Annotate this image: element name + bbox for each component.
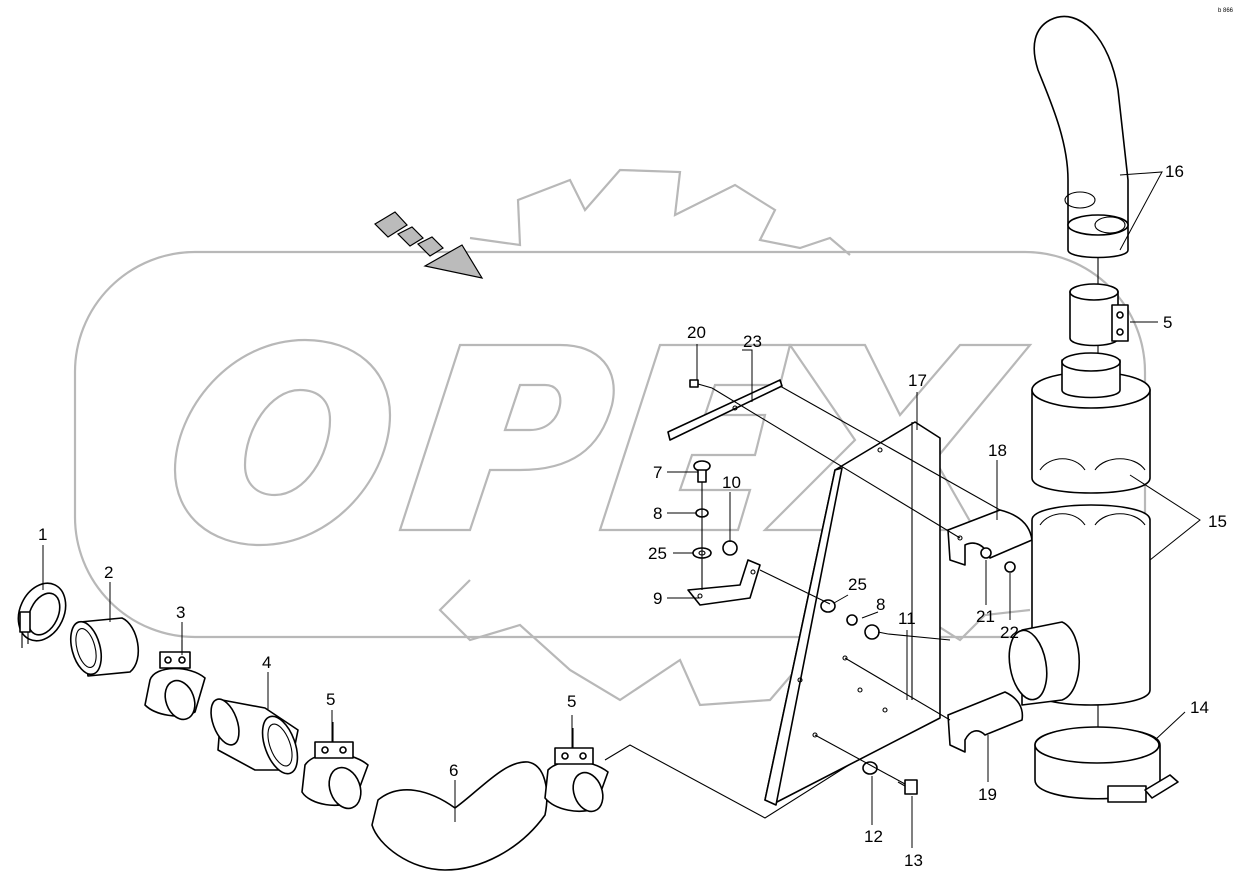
callout-18: 18 — [988, 441, 1007, 460]
callout-20: 20 — [687, 323, 706, 342]
callout-6: 6 — [449, 761, 458, 780]
callout-21: 21 — [976, 607, 995, 626]
part-20-bolt — [690, 380, 712, 388]
callout-10: 10 — [722, 473, 741, 492]
part-2-sleeve — [65, 618, 138, 678]
callout-8-left: 8 — [653, 504, 662, 523]
callout-7: 7 — [653, 463, 662, 482]
part-4-reducer — [206, 695, 305, 778]
callout-5-middle: 5 — [567, 692, 576, 711]
corner-code: b⁲⁰ 866 — [1218, 8, 1234, 14]
callout-1: 1 — [38, 525, 47, 544]
callout-14: 14 — [1190, 698, 1209, 717]
part-6-elbow-pipe — [372, 762, 547, 870]
part-25-washer-right — [821, 600, 835, 612]
watermark-gear-icon — [440, 170, 1030, 705]
part-23-strap — [668, 380, 782, 440]
callout-19: 19 — [978, 785, 997, 804]
part-5-clamp-top — [1070, 284, 1128, 346]
callout-15: 15 — [1208, 512, 1227, 531]
part-5-clamp-middle — [545, 728, 608, 816]
part-5-clamp-left — [302, 722, 368, 813]
callout-5-left: 5 — [326, 690, 335, 709]
part-10-nut — [723, 541, 737, 555]
callout-9: 9 — [653, 589, 662, 608]
callout-11: 11 — [898, 609, 916, 628]
callout-25-left: 25 — [648, 544, 667, 563]
callout-2: 2 — [104, 563, 113, 582]
part-19-saddle — [948, 692, 1022, 752]
part-3-clamp — [145, 640, 205, 724]
part-1-vband-clamp — [9, 576, 74, 649]
callout-13: 13 — [904, 851, 923, 870]
part-16-tailpipe — [1034, 16, 1128, 257]
callout-3: 3 — [176, 603, 185, 622]
part-22-nut — [1005, 562, 1015, 572]
callout-23: 23 — [743, 332, 762, 351]
part-21-washer — [981, 548, 991, 558]
callout-12: 12 — [864, 827, 883, 846]
part-8-washer-right — [847, 615, 857, 625]
callout-4: 4 — [262, 653, 271, 672]
direction-arrow-icon — [375, 212, 482, 278]
callout-8-right: 8 — [876, 595, 885, 614]
watermark-frame — [75, 252, 1145, 637]
callout-25-right: 25 — [848, 575, 867, 594]
callout-16: 16 — [1165, 162, 1184, 181]
callout-22: 22 — [1000, 623, 1019, 642]
callout-17: 17 — [908, 371, 927, 390]
callout-5-top: 5 — [1163, 313, 1172, 332]
leader-lines — [43, 172, 1200, 848]
